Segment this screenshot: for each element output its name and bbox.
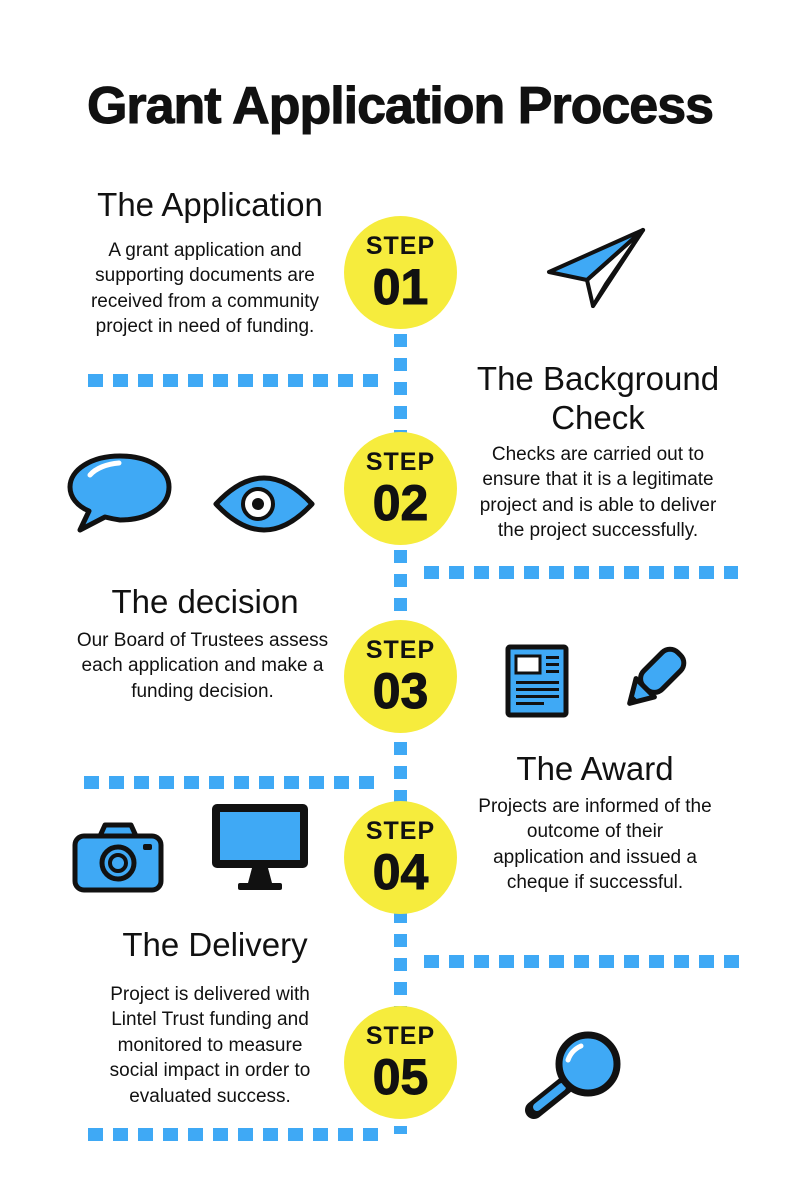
camera-icon — [72, 818, 164, 896]
step-1-badge: STEP 01 — [344, 216, 457, 329]
step-4-number: 04 — [372, 843, 429, 900]
newspaper-icon — [503, 641, 577, 719]
step-3-description: Our Board of Trustees assess each applic… — [76, 630, 329, 702]
step-2-description: Checks are carried out to ensure that it… — [479, 444, 717, 542]
step-2-number: 02 — [372, 474, 429, 531]
step-1-description: A grant application and supporting docum… — [90, 240, 320, 338]
step-2-badge: STEP 02 — [344, 432, 457, 545]
step-1-number: 01 — [372, 258, 429, 315]
step-4-label: STEP — [365, 816, 436, 845]
speech-bubble-icon — [62, 448, 177, 538]
monitor-icon — [208, 800, 312, 900]
section-divider-4 — [424, 955, 740, 968]
step-2-heading: The Background Check — [476, 360, 720, 436]
section-divider-1 — [88, 374, 378, 387]
step-1-heading: The Application — [97, 186, 323, 223]
step-5-label: STEP — [365, 1021, 436, 1050]
step-5-description: Project is delivered with Lintel Trust f… — [109, 984, 311, 1107]
step-1-label: STEP — [365, 231, 436, 260]
page-title: Grant Application Process — [86, 77, 714, 136]
step-3-number: 03 — [372, 662, 429, 719]
section-divider-2 — [424, 566, 738, 579]
section-divider-3 — [84, 776, 378, 789]
step-5-number: 05 — [372, 1048, 429, 1105]
step-5-heading: The Delivery — [122, 926, 308, 963]
step-4-heading: The Award — [516, 750, 674, 787]
step-3-label: STEP — [365, 635, 436, 664]
step-4-badge: STEP 04 — [344, 801, 457, 914]
eye-icon — [212, 472, 316, 536]
step-3-badge: STEP 03 — [344, 620, 457, 733]
step-2-label: STEP — [365, 447, 436, 476]
step-5-badge: STEP 05 — [344, 1006, 457, 1119]
magnifying-glass-icon — [518, 1026, 633, 1122]
pencil-icon — [614, 641, 692, 719]
step-4-description: Projects are informed of the outcome of … — [478, 796, 712, 894]
paper-plane-icon — [543, 224, 648, 312]
step-3-heading: The decision — [111, 583, 299, 620]
section-divider-5 — [88, 1128, 378, 1141]
